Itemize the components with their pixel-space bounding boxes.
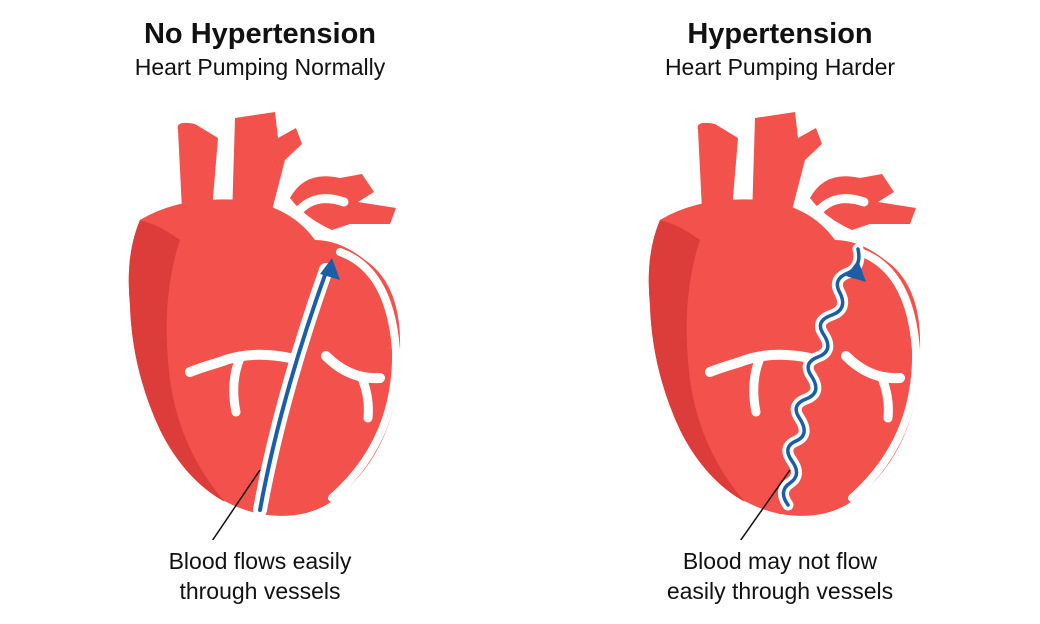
panel-subtitle: Heart Pumping Harder (664, 54, 896, 80)
coronary-left (185, 349, 295, 377)
caption-line: Blood flows easily (168, 548, 352, 574)
panel-subtitle: Heart Pumping Normally (134, 54, 386, 80)
aorta-left-branch (177, 122, 218, 210)
panel-title: Hypertension (687, 18, 873, 50)
coronary-right (841, 351, 905, 384)
caption: Blood may not flow easily through vessel… (520, 546, 1040, 606)
leader-line (211, 469, 261, 540)
coronary-right-branch (357, 373, 373, 423)
pulmonary-edge (807, 194, 869, 225)
panel-no-hypertension: No Hypertension Heart Pumping Normally (0, 18, 520, 606)
coronary-left-branch (229, 353, 245, 417)
coronary-right (321, 351, 385, 384)
blood-flow-wave (781, 247, 861, 507)
caption-line: easily through vessels (666, 578, 894, 604)
panel-title: No Hypertension (143, 18, 377, 50)
right-ventricle-edge (328, 248, 401, 502)
flow-arrowhead (846, 260, 866, 282)
aorta-center (752, 112, 822, 218)
caption: Blood flows easily through vessels (0, 546, 520, 606)
leader-line (739, 469, 791, 540)
coronary-left-branch (749, 353, 765, 417)
blood-flow-line (258, 270, 328, 512)
heart-shadow (128, 220, 225, 502)
coronary-right-branch (877, 373, 893, 423)
aorta-left-branch (697, 122, 738, 210)
panel-hypertension: Hypertension Heart Pumping Harder Blood … (520, 0, 1040, 624)
heart-icon (648, 112, 921, 540)
caption-line: through vessels (179, 578, 341, 604)
heart-illustration-normal (128, 112, 401, 540)
pulmonary-edge (287, 194, 349, 225)
heart-icon (128, 112, 401, 540)
coronary-left (705, 349, 815, 377)
caption-line: Blood may not flow (682, 548, 878, 574)
heart-illustration-hypertension (648, 112, 921, 540)
right-ventricle-edge (848, 248, 921, 502)
flow-arrowhead (320, 258, 340, 280)
aorta-center (232, 112, 302, 218)
heart-shadow (648, 220, 745, 502)
